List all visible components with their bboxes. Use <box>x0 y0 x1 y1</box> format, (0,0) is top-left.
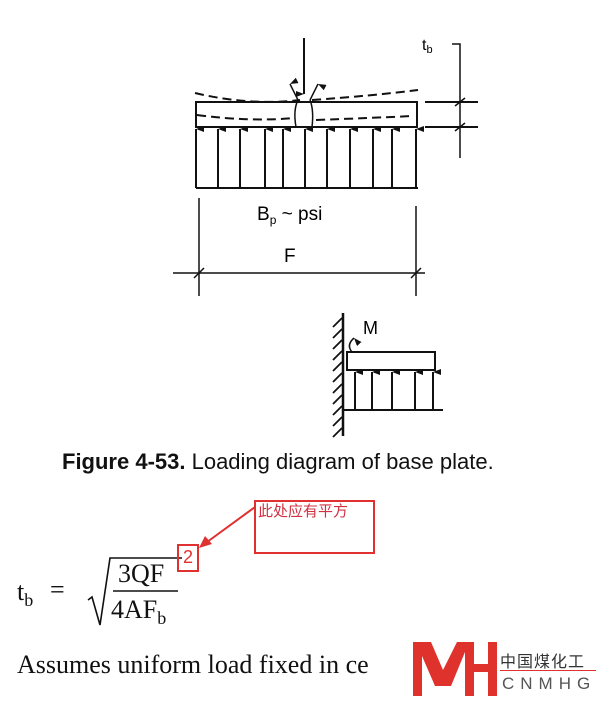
dimension-tick <box>454 97 466 107</box>
figure-number: Figure 4-53. <box>62 449 186 474</box>
watermark-divider <box>500 670 596 671</box>
caption-text: Loading diagram of base plate. <box>185 449 494 474</box>
wall-hatch <box>332 328 343 339</box>
sqrt-sign <box>87 557 182 626</box>
wall-hatch <box>332 416 343 427</box>
watermark-text-en: CNMHG <box>502 674 597 693</box>
wall-hatch <box>332 361 343 372</box>
wall-hatch <box>332 339 343 350</box>
wall-hatch <box>332 372 343 383</box>
wall-hatching <box>332 317 343 438</box>
wall-hatch <box>332 394 343 405</box>
formula-lhs: tb <box>17 577 34 611</box>
dimension-tick <box>410 267 422 279</box>
rotation-arrow-right <box>309 83 327 101</box>
plate-yield-lines <box>294 99 314 128</box>
pressure-label: Bp ~ psi <box>257 204 322 227</box>
annotation-note: 此处应有平方 <box>254 500 375 554</box>
wall-hatch <box>332 427 343 438</box>
formula-equals: = <box>50 575 65 604</box>
annotation-superscript: 2 <box>177 544 199 572</box>
formula-denominator: 4AFb <box>111 595 167 629</box>
pressure-arrows <box>195 126 424 188</box>
wall-hatch <box>332 383 343 394</box>
wall-hatch <box>332 350 343 361</box>
base-plate <box>195 101 418 128</box>
dimension-tick <box>454 122 466 132</box>
rotation-arrow-left <box>289 77 299 101</box>
cantilever-plate <box>346 351 436 371</box>
cantilever-pressure-arrows <box>354 369 441 410</box>
moment-arrow-icon <box>348 337 362 353</box>
thickness-dimension-line <box>452 43 461 158</box>
wall-hatch <box>332 405 343 416</box>
thickness-label: tb <box>422 37 433 56</box>
width-label: F <box>284 246 296 267</box>
figure-caption: Figure 4-53. Loading diagram of base pla… <box>62 449 494 475</box>
watermark-logo-icon <box>413 642 497 696</box>
annotation-arrow-icon <box>199 506 256 548</box>
wall-hatch <box>332 317 343 328</box>
dimension-tick <box>193 267 205 279</box>
deflection-bottom <box>196 114 414 121</box>
moment-label: M <box>363 318 378 338</box>
body-text: Assumes uniform load fixed in ce <box>17 650 369 679</box>
watermark-text-cn: 中国煤化工 <box>500 652 586 671</box>
deflection-top <box>194 89 419 103</box>
formula-numerator: 3QF <box>118 559 165 588</box>
base-plate-diagram: tb Bp ~ psi F M <box>173 37 478 438</box>
